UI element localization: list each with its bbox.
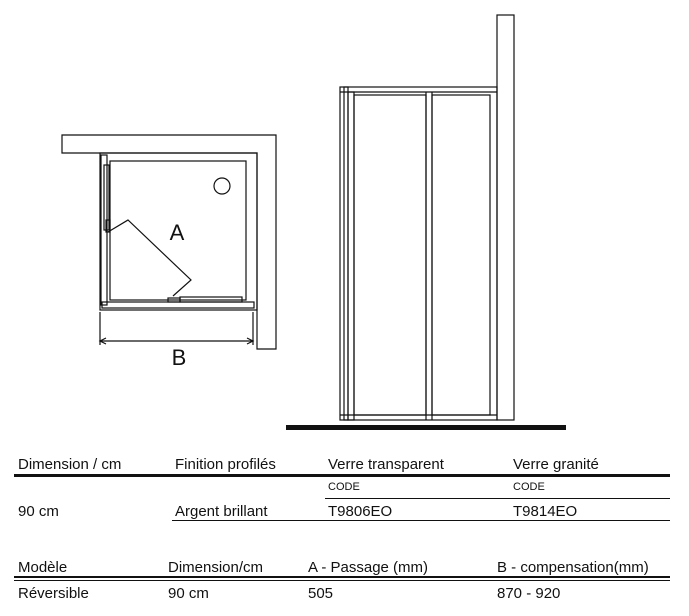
- subheader-code-2: CODE: [513, 481, 545, 493]
- wall-post: [496, 14, 515, 421]
- shower-tray: [99, 152, 258, 311]
- dimension-a-line: [107, 219, 192, 297]
- header-dimension: Dimension / cm: [18, 456, 122, 473]
- floor-line: [286, 425, 566, 430]
- elevation-view: [339, 14, 515, 421]
- header-passage: A - Passage (mm): [308, 559, 429, 576]
- door-panel-right: [431, 94, 491, 416]
- label-a: A: [170, 220, 185, 245]
- cell-compensation: 870 - 920: [497, 585, 561, 602]
- wall-outline: [61, 134, 277, 350]
- divider: [14, 576, 670, 578]
- cell-dimension: 90 cm: [18, 503, 59, 520]
- divider: [325, 498, 670, 499]
- header-dimension: Dimension/cm: [168, 559, 264, 576]
- label-b: B: [172, 345, 187, 370]
- subheader-code-1: CODE: [328, 481, 360, 493]
- cell-modele: Réversible: [18, 585, 89, 602]
- dimension-b-line: [99, 312, 254, 345]
- header-verre-granite: Verre granité: [513, 456, 599, 473]
- header-compensation: B - compensation(mm): [497, 559, 649, 576]
- bottom-door-profile: [101, 301, 255, 309]
- divider: [172, 520, 670, 521]
- door-frame: [339, 86, 498, 421]
- cell-code-granite: T9814EO: [513, 503, 578, 520]
- divider: [14, 474, 670, 477]
- plan-view: [61, 134, 277, 350]
- header-finition: Finition profilés: [175, 456, 276, 473]
- header-modele: Modèle: [18, 559, 68, 576]
- cell-dimension: 90 cm: [168, 585, 209, 602]
- shower-technical-drawing: A B: [61, 14, 566, 430]
- cell-code-transparent: T9806EO: [328, 503, 393, 520]
- divider: [14, 580, 670, 581]
- header-verre-transparent: Verre transparent: [328, 456, 444, 473]
- cell-finition: Argent brillant: [175, 503, 268, 520]
- door-panel-left: [353, 94, 427, 416]
- cell-passage: 505: [308, 585, 334, 602]
- drain-icon: [213, 177, 231, 195]
